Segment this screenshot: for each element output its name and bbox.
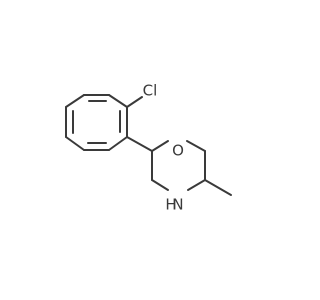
bond-ring-3 bbox=[108, 94, 128, 108]
bonds-group bbox=[65, 94, 232, 196]
molecule-diagram: Cl O H N bbox=[65, 82, 232, 214]
bond-morph-5 bbox=[151, 179, 169, 191]
bond-ring-5 bbox=[108, 136, 128, 151]
bond-aryl-morpholine bbox=[126, 136, 153, 152]
nitrogen-label: N bbox=[172, 196, 183, 214]
bond-morph-4 bbox=[187, 179, 206, 191]
bond-morph-2 bbox=[186, 140, 206, 152]
bond-ring-7 bbox=[65, 136, 85, 151]
bond-morph-1 bbox=[151, 140, 169, 152]
chemical-structure-canvas: Cl O H N bbox=[65, 81, 232, 214]
oxygen-label: O bbox=[172, 142, 184, 160]
bond-ring-1 bbox=[65, 94, 85, 108]
bond-methyl bbox=[204, 179, 232, 196]
bond-c-cl bbox=[126, 96, 143, 108]
chlorine-label: Cl bbox=[143, 82, 158, 100]
atom-labels-group: Cl O H N bbox=[143, 82, 184, 214]
hydrogen-label: H bbox=[165, 196, 176, 214]
